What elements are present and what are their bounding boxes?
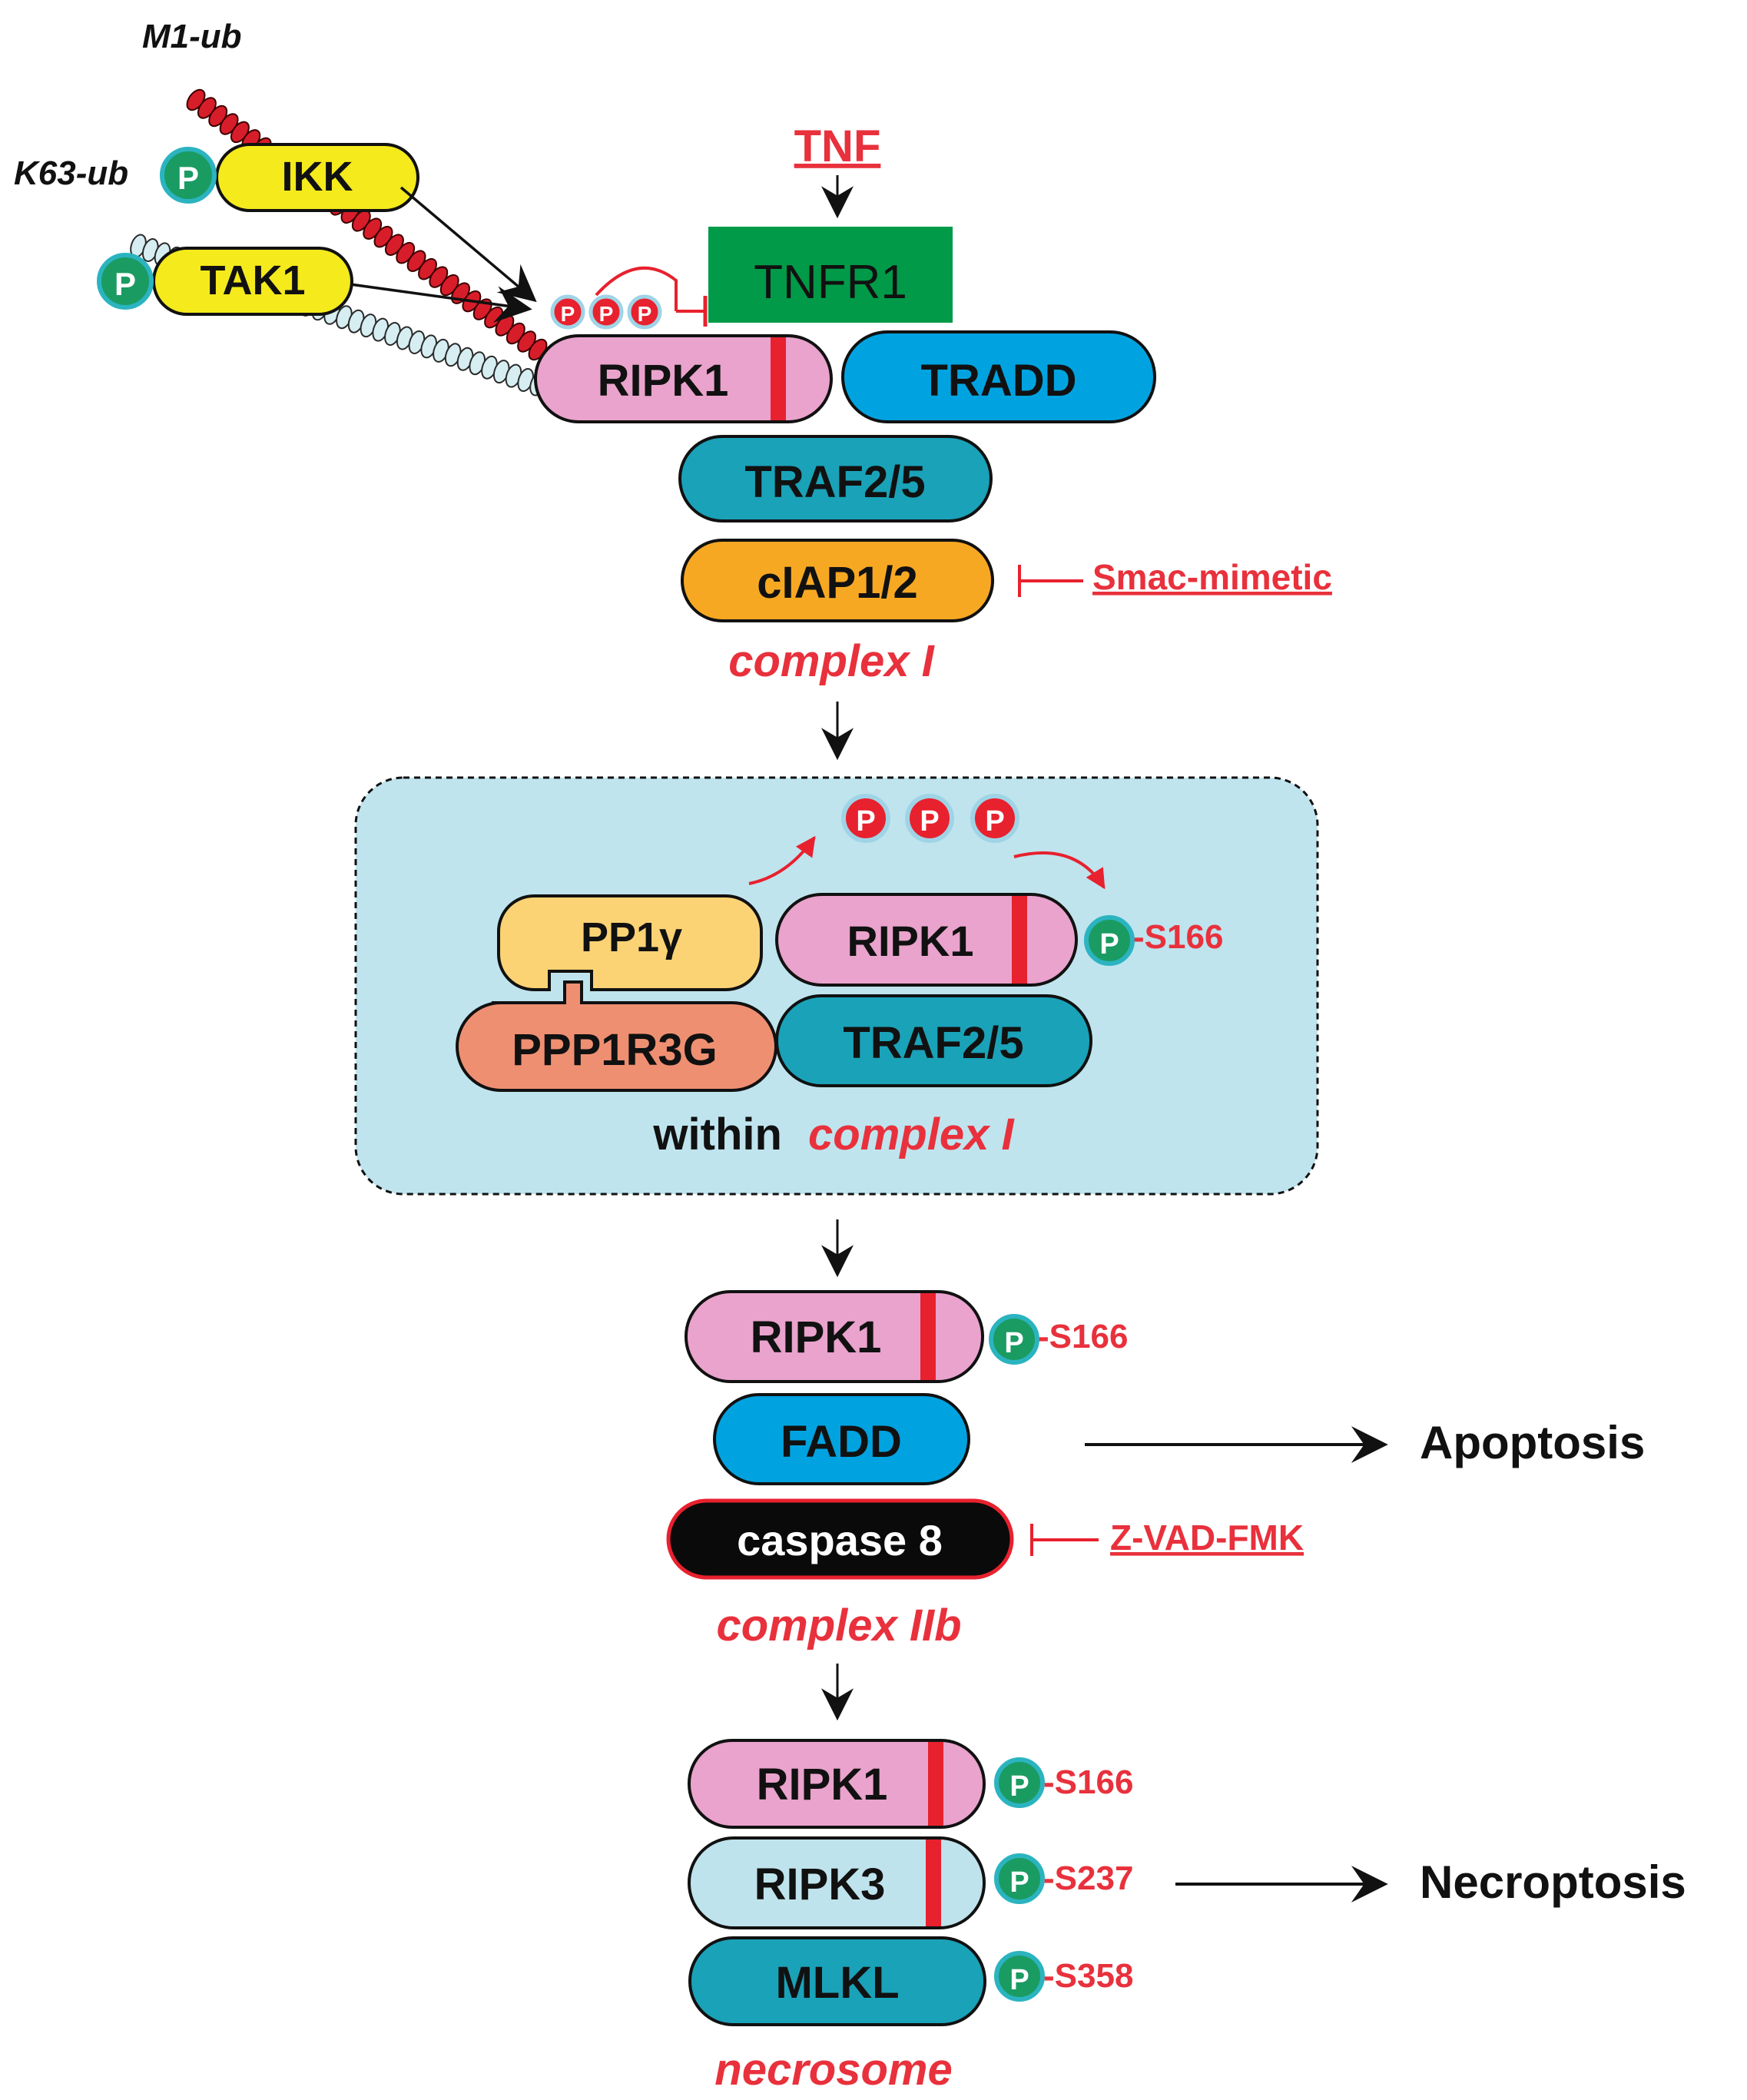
ripk3-node: RIPK3	[688, 1836, 986, 1929]
apoptosis-label: Apoptosis	[1420, 1417, 1645, 1468]
ripk1-label: RIPK1	[751, 1312, 882, 1362]
phospho-p-label: P	[920, 805, 939, 838]
tak1-arrow	[350, 283, 532, 323]
tak1-label: TAK1	[200, 257, 305, 304]
ripk1-label: RIPK1	[598, 356, 729, 406]
ikk-arrow	[399, 186, 537, 303]
ripk1-complex2b: RIPK1	[685, 1290, 984, 1383]
ppp1r3g-node: PPP1R3G	[455, 980, 778, 1092]
ser358-label: -S358	[1043, 1957, 1133, 1995]
ikk-node: IKK	[215, 143, 419, 212]
ripk1-complex2b-s166: P -S166	[989, 1314, 1128, 1365]
released-phospho-groups: P P P	[841, 794, 1019, 843]
ripk1-in-box: RIPK1	[775, 893, 1078, 987]
mlkl-s358: P -S358	[994, 1951, 1133, 2002]
tak1-node: TAK1	[152, 247, 353, 316]
ser237-label: -S237	[1043, 1859, 1133, 1897]
m1-ub-label: M1-ub	[142, 18, 242, 55]
complex1-inline-label: complex I	[808, 1110, 1015, 1159]
phospho-p-label: P	[1099, 928, 1119, 960]
ripk3-s237: P -S237	[994, 1853, 1133, 1904]
tak1-phospho: P	[97, 253, 154, 310]
fadd-node: FADD	[713, 1393, 970, 1485]
ser166-arrow	[1013, 851, 1106, 890]
pp1-label: PP1γ	[581, 914, 682, 960]
within-word: within	[652, 1110, 782, 1159]
caspase8-label: caspase 8	[737, 1516, 943, 1564]
zvad-label: Z-VAD-FMK	[1110, 1518, 1304, 1558]
phospho-p-label: P	[1009, 1964, 1029, 1996]
ripk1-label: RIPK1	[757, 1760, 888, 1810]
traf-label: TRAF2/5	[843, 1018, 1023, 1068]
tradd-node: TRADD	[841, 330, 1156, 423]
phospho-p-label: P	[985, 805, 1004, 838]
ser166-label: -S166	[1038, 1318, 1128, 1355]
phospho-p-label: P	[1009, 1770, 1029, 1803]
phospho-p-label: P	[114, 266, 136, 302]
ripk1-box-s166: P -S166	[1084, 915, 1223, 966]
tradd-label: TRADD	[921, 356, 1077, 406]
ser166-label: -S166	[1043, 1763, 1133, 1801]
phospho-p-label: P	[177, 160, 199, 196]
ikk-phospho: P	[160, 147, 217, 204]
necrosome-label: necrosome	[714, 2045, 952, 2095]
phospho-p-label: P	[1009, 1866, 1029, 1899]
ppp1r3g-label: PPP1R3G	[512, 1025, 718, 1075]
fadd-label: FADD	[781, 1417, 902, 1467]
traf-complex1: TRAF2/5	[678, 435, 993, 523]
ser166-label: -S166	[1133, 918, 1223, 956]
within-complex1-caption: within complex I	[652, 1110, 1015, 1159]
smac-mimetic-label: Smac-mimetic	[1092, 557, 1332, 597]
phospho-p-label: P	[561, 302, 575, 326]
tnf-label: TNF	[794, 121, 881, 171]
ikk-label: IKK	[282, 154, 353, 200]
autophospho-inhibition-arc	[595, 266, 678, 311]
phospho-p-label: P	[599, 302, 614, 326]
caspase8-node: caspase 8	[666, 1498, 1014, 1580]
tnfr1-label: TNFR1	[754, 256, 907, 309]
ripk1-autophospho-sites: P P P	[550, 294, 662, 330]
tnfr1-receptor: TNFR1	[708, 227, 953, 323]
ripk3-label: RIPK3	[754, 1859, 886, 1909]
ripk1-necrosome-s166: P -S166	[994, 1757, 1133, 1808]
ciap-node: cIAP1/2	[681, 539, 994, 622]
pp1-node: PP1γ	[497, 894, 763, 991]
necroptosis-label: Necroptosis	[1420, 1856, 1686, 1908]
phospho-p-label: P	[638, 302, 652, 326]
dephospho-arrow	[748, 835, 816, 885]
complex2b-label: complex IIb	[716, 1601, 961, 1650]
traf-label: TRAF2/5	[744, 457, 925, 507]
ripk1-necrosome: RIPK1	[688, 1739, 986, 1829]
phospho-p-label: P	[856, 805, 875, 838]
ripk1-label: RIPK1	[847, 917, 974, 965]
complex1-label: complex I	[728, 636, 935, 686]
phospho-p-label: P	[1004, 1327, 1023, 1359]
traf-in-box: TRAF2/5	[775, 994, 1092, 1087]
ripk1-complex1: RIPK1	[534, 334, 833, 423]
mlkl-label: MLKL	[775, 1958, 899, 2008]
mlkl-node: MLKL	[688, 1936, 986, 2026]
k63-ub-label: K63-ub	[14, 154, 128, 192]
ciap-label: cIAP1/2	[757, 558, 918, 608]
